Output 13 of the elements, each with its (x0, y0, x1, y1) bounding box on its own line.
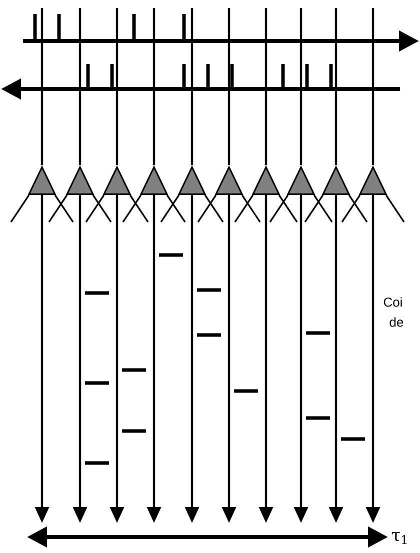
axon-line (372, 8, 374, 166)
axis-label: τ$_{1}$ (392, 532, 406, 544)
axon-line (190, 8, 194, 166)
axon-line (152, 8, 156, 166)
axon-line (78, 8, 82, 166)
axon-line (228, 8, 230, 166)
axon-line (40, 8, 44, 166)
label-text: Coi (384, 297, 402, 307)
axon-line (300, 8, 302, 166)
axon-line (264, 8, 268, 166)
label-text: de (390, 317, 404, 327)
axon-line (334, 8, 338, 166)
axon-line (116, 8, 118, 166)
